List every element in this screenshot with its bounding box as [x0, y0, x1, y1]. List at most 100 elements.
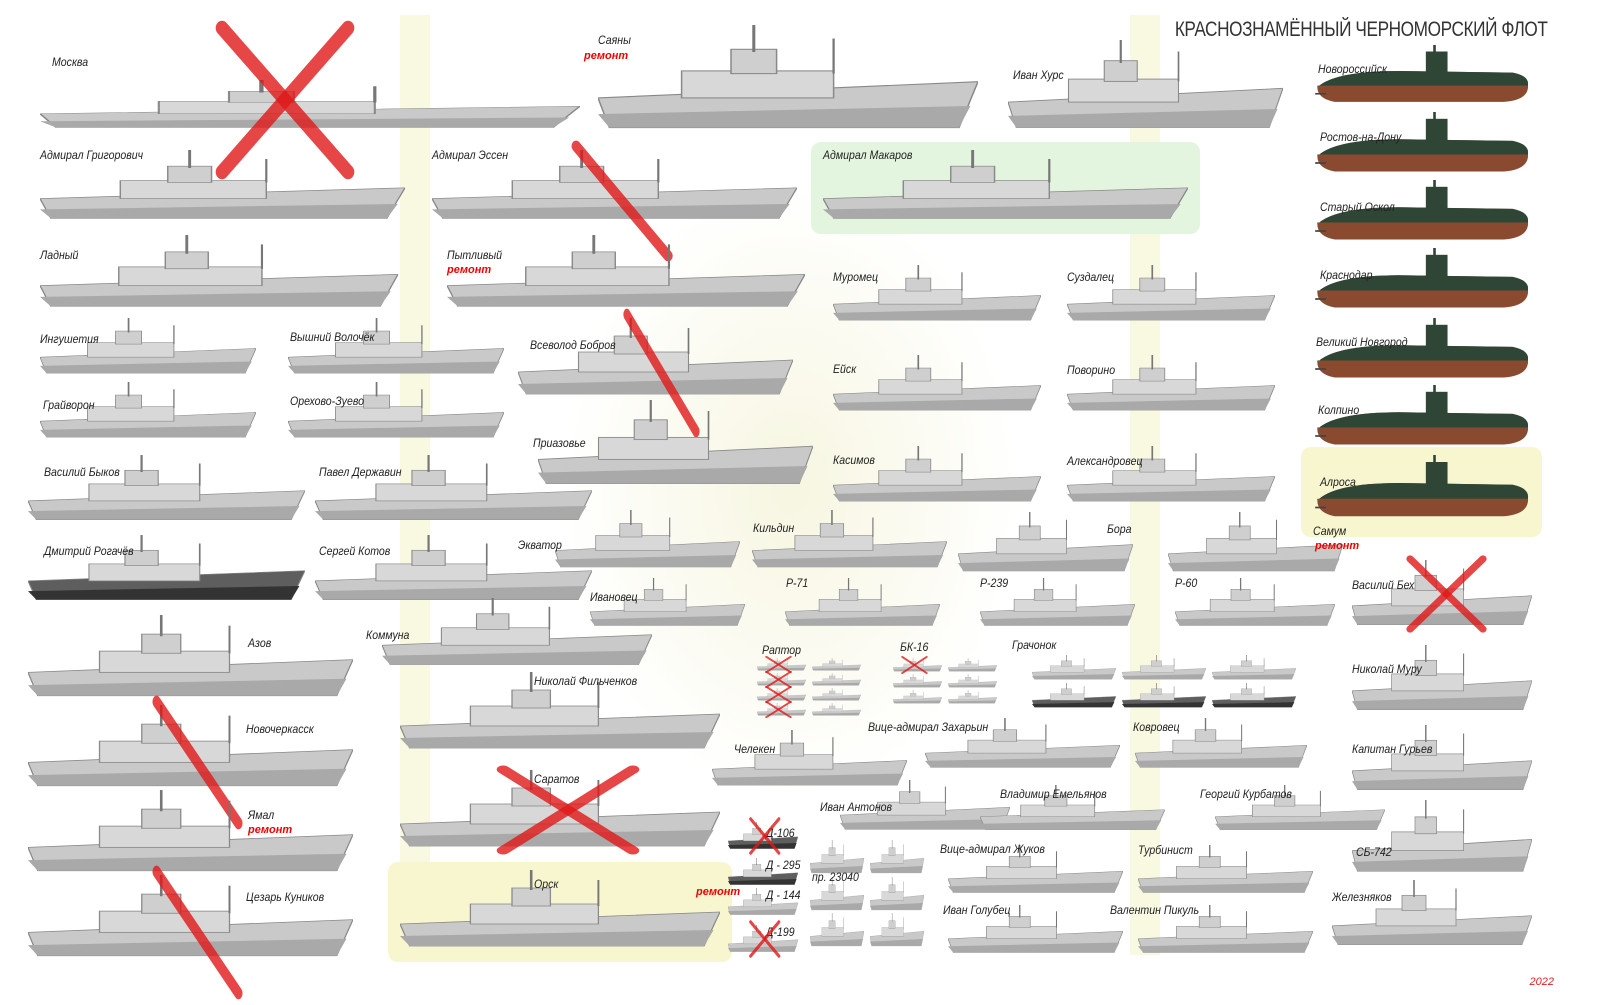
ship-silhouette[interactable]	[893, 658, 942, 672]
ship-silhouette[interactable]	[833, 446, 1041, 504]
ship-silhouette[interactable]	[1122, 655, 1206, 681]
ship-silhouette[interactable]	[785, 578, 940, 628]
ship-silhouette[interactable]	[925, 718, 1120, 770]
ship-name-label: Орск	[534, 877, 559, 891]
ship-silhouette[interactable]	[893, 674, 942, 688]
ship-silhouette[interactable]	[833, 265, 1041, 323]
ship-silhouette[interactable]	[28, 535, 305, 603]
ship-silhouette[interactable]	[823, 150, 1188, 222]
submarine-silhouette[interactable]	[1313, 455, 1530, 525]
ship-silhouette[interactable]	[538, 400, 813, 488]
ship-silhouette[interactable]	[870, 876, 924, 912]
ship-silhouette[interactable]	[958, 512, 1133, 574]
ship-silhouette[interactable]	[1138, 845, 1313, 895]
ship-silhouette[interactable]	[598, 25, 978, 133]
ship-silhouette[interactable]	[757, 703, 806, 716]
ship-name-label: Д - 295	[766, 858, 801, 872]
ship-silhouette[interactable]	[840, 780, 1010, 832]
ship-silhouette[interactable]	[1067, 265, 1275, 323]
ship-silhouette[interactable]	[555, 510, 740, 570]
ship-silhouette[interactable]	[812, 703, 861, 716]
ship-silhouette[interactable]	[812, 688, 861, 701]
ship-silhouette[interactable]	[28, 875, 353, 960]
ship-silhouette[interactable]	[728, 858, 798, 886]
ship-name-label: Р-60	[1175, 576, 1198, 590]
ship-silhouette[interactable]	[1122, 682, 1206, 709]
ship-silhouette[interactable]	[288, 318, 504, 376]
ship-silhouette[interactable]	[757, 688, 806, 701]
ship-name-label: Вице-адмирал Захарьин	[868, 720, 989, 734]
ship-silhouette[interactable]	[757, 673, 806, 686]
ship-silhouette[interactable]	[752, 510, 947, 570]
ship-silhouette[interactable]	[1135, 718, 1307, 770]
ship-silhouette[interactable]	[980, 578, 1135, 628]
ship-silhouette[interactable]	[1352, 800, 1532, 875]
submarine-silhouette[interactable]	[1313, 385, 1530, 453]
ship-silhouette[interactable]	[518, 318, 793, 398]
ship-silhouette[interactable]	[1175, 578, 1335, 628]
ship-silhouette[interactable]	[1352, 725, 1532, 793]
ship-silhouette[interactable]	[1032, 682, 1116, 709]
ship-silhouette[interactable]	[400, 870, 720, 950]
ship-silhouette[interactable]	[948, 674, 997, 688]
ship-silhouette[interactable]	[712, 730, 907, 788]
ship-name-label: Иван Голубец	[943, 903, 1011, 917]
ship-silhouette[interactable]	[893, 690, 942, 704]
ship-silhouette[interactable]	[757, 658, 806, 671]
ship-silhouette[interactable]	[1352, 645, 1532, 713]
ship-silhouette[interactable]	[288, 382, 504, 440]
ship-name-label: СБ-742	[1356, 845, 1392, 859]
ship-name-label: Николай Муру	[1352, 662, 1422, 676]
submarine-silhouette[interactable]	[1313, 248, 1530, 316]
ship-silhouette[interactable]	[28, 790, 353, 875]
ship-silhouette[interactable]	[28, 455, 305, 523]
submarine-silhouette[interactable]	[1313, 180, 1530, 248]
ship-silhouette[interactable]	[833, 355, 1041, 413]
ship-silhouette[interactable]	[812, 673, 861, 686]
ship-silhouette[interactable]	[28, 705, 353, 790]
ship-silhouette[interactable]	[447, 235, 805, 310]
ship-name-label: Кильдин	[753, 521, 795, 535]
ship-name-label: Краснодар	[1320, 268, 1373, 282]
ship-name-label: Адмирал Григорович	[40, 148, 144, 162]
ship-silhouette[interactable]	[590, 578, 745, 628]
submarine-silhouette[interactable]	[1313, 112, 1530, 180]
ship-name-label: Грайворон	[43, 398, 95, 412]
ship-silhouette[interactable]	[812, 658, 861, 671]
ship-silhouette[interactable]	[810, 913, 864, 948]
ship-silhouette[interactable]	[980, 785, 1165, 832]
ship-silhouette[interactable]	[40, 235, 398, 310]
ship-silhouette[interactable]	[40, 80, 580, 130]
submarine-silhouette[interactable]	[1313, 45, 1530, 110]
ship-silhouette[interactable]	[1352, 560, 1532, 628]
ship-silhouette[interactable]	[1067, 355, 1275, 413]
ship-silhouette[interactable]	[728, 888, 798, 916]
ship-silhouette[interactable]	[382, 598, 652, 668]
ship-silhouette[interactable]	[948, 690, 997, 704]
ship-silhouette[interactable]	[400, 672, 720, 752]
ship-silhouette[interactable]	[948, 905, 1123, 955]
submarine-silhouette[interactable]	[1313, 318, 1530, 386]
ship-silhouette[interactable]	[40, 318, 256, 376]
ship-silhouette[interactable]	[315, 535, 592, 603]
ship-silhouette[interactable]	[1212, 682, 1296, 709]
ship-silhouette[interactable]	[1067, 446, 1275, 504]
ship-silhouette[interactable]	[810, 876, 864, 912]
ship-silhouette[interactable]	[1138, 905, 1313, 955]
ship-silhouette[interactable]	[948, 658, 997, 672]
ship-silhouette[interactable]	[870, 840, 924, 875]
ship-silhouette[interactable]	[1008, 40, 1283, 132]
ship-name-label: Капитан Гурьев	[1352, 742, 1433, 756]
ship-silhouette[interactable]	[40, 382, 256, 440]
ship-silhouette[interactable]	[40, 150, 405, 222]
ship-silhouette[interactable]	[1212, 655, 1296, 681]
ship-silhouette[interactable]	[810, 840, 864, 875]
ship-silhouette[interactable]	[1215, 785, 1385, 832]
ship-silhouette[interactable]	[1332, 880, 1532, 948]
ship-silhouette[interactable]	[1032, 655, 1116, 681]
ship-silhouette[interactable]	[315, 455, 592, 523]
ship-silhouette[interactable]	[1168, 512, 1343, 574]
ship-silhouette[interactable]	[870, 913, 924, 948]
ship-silhouette[interactable]	[28, 615, 353, 700]
ship-silhouette[interactable]	[948, 845, 1123, 895]
